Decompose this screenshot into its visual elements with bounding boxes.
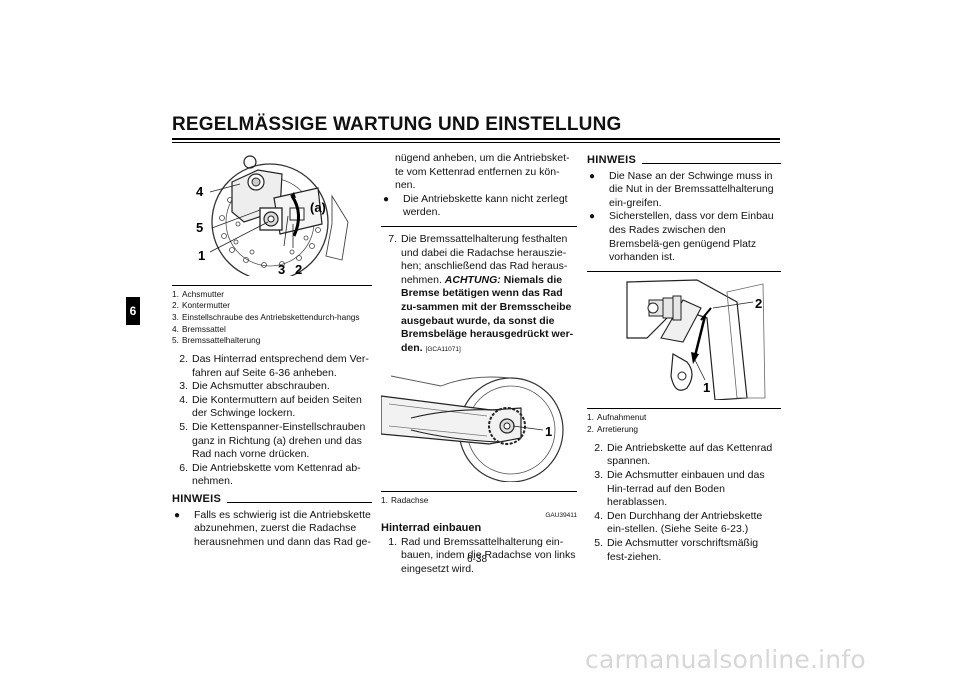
figure-brake-caliper: 4 5 1 3 2 (a) — [172, 152, 372, 281]
caption-item: 2.Arretierung — [587, 424, 639, 435]
figure-label-1: 1 — [703, 380, 710, 395]
hinweis-heading: HINWEIS — [587, 154, 781, 168]
bullet-icon: ● — [589, 211, 596, 223]
page-title: REGELMÄSSIGE WARTUNG UND EINSTELLUNG — [172, 114, 622, 135]
bullet-icon: ● — [383, 193, 390, 205]
caption-item: 4.Bremssattel — [172, 323, 226, 334]
separator — [381, 225, 577, 227]
figure-label-3: 3 — [278, 262, 285, 276]
figure-label-a: (a) — [310, 200, 326, 215]
step-item: 2.Das Hinterrad entsprechend dem Ver-fah… — [179, 353, 369, 379]
bullet-icon: ● — [174, 509, 181, 521]
figure-label-2: 2 — [295, 262, 302, 276]
bullet-icon: ● — [589, 170, 596, 182]
rear-wheel-illustration: 1 — [380, 375, 564, 483]
column-left: 4 5 1 3 2 (a) 1.Achsmutter 2.Kontermutte… — [172, 152, 372, 549]
hinweis-title: HINWEIS — [172, 493, 222, 506]
figure-captions: 1.Achsmutter 2.Kontermutter 3.Einstellsc… — [172, 289, 372, 348]
step-item: 1.Rad und Bremssattelhalterung ein-bauen… — [388, 535, 576, 575]
caption-item: 3.Einstellschraube des Antriebskettendur… — [172, 312, 360, 322]
chapter-tab: 6 — [126, 297, 140, 325]
figure-label-1: 1 — [545, 424, 552, 439]
figure-caliper-bracket: 2 1 — [587, 278, 781, 405]
figure-label-4: 4 — [196, 184, 204, 199]
step-item: 2.Die Antriebskette auf das Kettenrad sp… — [594, 441, 773, 468]
column-right: HINWEIS ● Die Nase an der Schwinge muss … — [587, 152, 781, 564]
step-item: 6.Die Antriebskette vom Kettenrad ab-neh… — [179, 461, 361, 488]
bullet-item: ● Die Antriebskette kann nicht zerlegt w… — [383, 192, 568, 219]
caliper-bracket-illustration: 2 1 — [626, 279, 766, 401]
title-rule-thin — [172, 142, 780, 143]
title-rule — [172, 138, 780, 140]
figure-label-1: 1 — [198, 248, 205, 263]
bullet-item: ● Falls es schwierig ist die Antriebsket… — [174, 508, 371, 548]
brake-disc-illustration: 4 5 1 3 2 (a) — [196, 155, 349, 281]
separator — [587, 270, 781, 272]
step-item: 5.Die Kettenspanner-Einstellschrauben ga… — [179, 421, 366, 461]
step-item: 5.Die Achsmutter vorschriftsmäßig fest-z… — [594, 536, 759, 563]
figure-label-5: 5 — [196, 220, 203, 235]
hinweis-continuation: nügend anheben, um die Antriebsket-te vo… — [395, 152, 570, 192]
figure-captions: 1.Radachse — [381, 495, 577, 507]
section-title: Hinterrad einbauen — [381, 522, 482, 535]
watermark: carmanualsonline.info — [585, 645, 866, 674]
section-code: GAU39411 — [545, 511, 577, 519]
caption-item: 1.Achsmutter — [172, 288, 224, 299]
caption-rule — [381, 490, 577, 492]
page-number: 6-38 — [467, 554, 488, 565]
caption-item: 1.Radachse — [381, 494, 429, 505]
achtung-code: [GCA11071] — [425, 345, 461, 353]
bullet-item: ● Die Nase an der Schwinge muss in die N… — [589, 169, 774, 209]
step-item: 3.Die Achsmutter einbauen und das Hin-te… — [594, 468, 765, 509]
caption-rule — [172, 284, 372, 286]
column-middle: nügend anheben, um die Antriebsket-te vo… — [380, 152, 577, 577]
caption-item: 5.Bremssattelhalterung — [172, 335, 261, 346]
figure-label-2: 2 — [755, 296, 762, 311]
step-item: 3.Die Achsmutter abschrauben. — [179, 380, 330, 393]
hinweis-title: HINWEIS — [587, 154, 637, 166]
hinweis-heading: HINWEIS — [172, 493, 372, 507]
achtung-label: ACHTUNG: — [444, 273, 501, 286]
step-item: 4.Die Kontermuttern auf beiden Seiten de… — [179, 393, 362, 420]
figure-captions: 1.Aufnahmenut 2.Arretierung — [587, 412, 781, 435]
caption-rule — [587, 408, 781, 410]
achtung-text: Niemals die Bremse betätigen wenn das Ra… — [401, 273, 574, 354]
caption-item: 1.Aufnahmenut — [587, 412, 647, 423]
bullet-item: ● Sicherstellen, dass vor dem Einbau des… — [589, 210, 774, 264]
figure-rear-wheel: 1 — [380, 364, 577, 487]
step-item-7: 7. Die Bremssattelhalterung festhalten u… — [388, 232, 574, 354]
step-item: 4.Den Durchhang der Antriebskette ein-st… — [594, 509, 763, 536]
caption-item: 2.Kontermutter — [172, 300, 230, 311]
